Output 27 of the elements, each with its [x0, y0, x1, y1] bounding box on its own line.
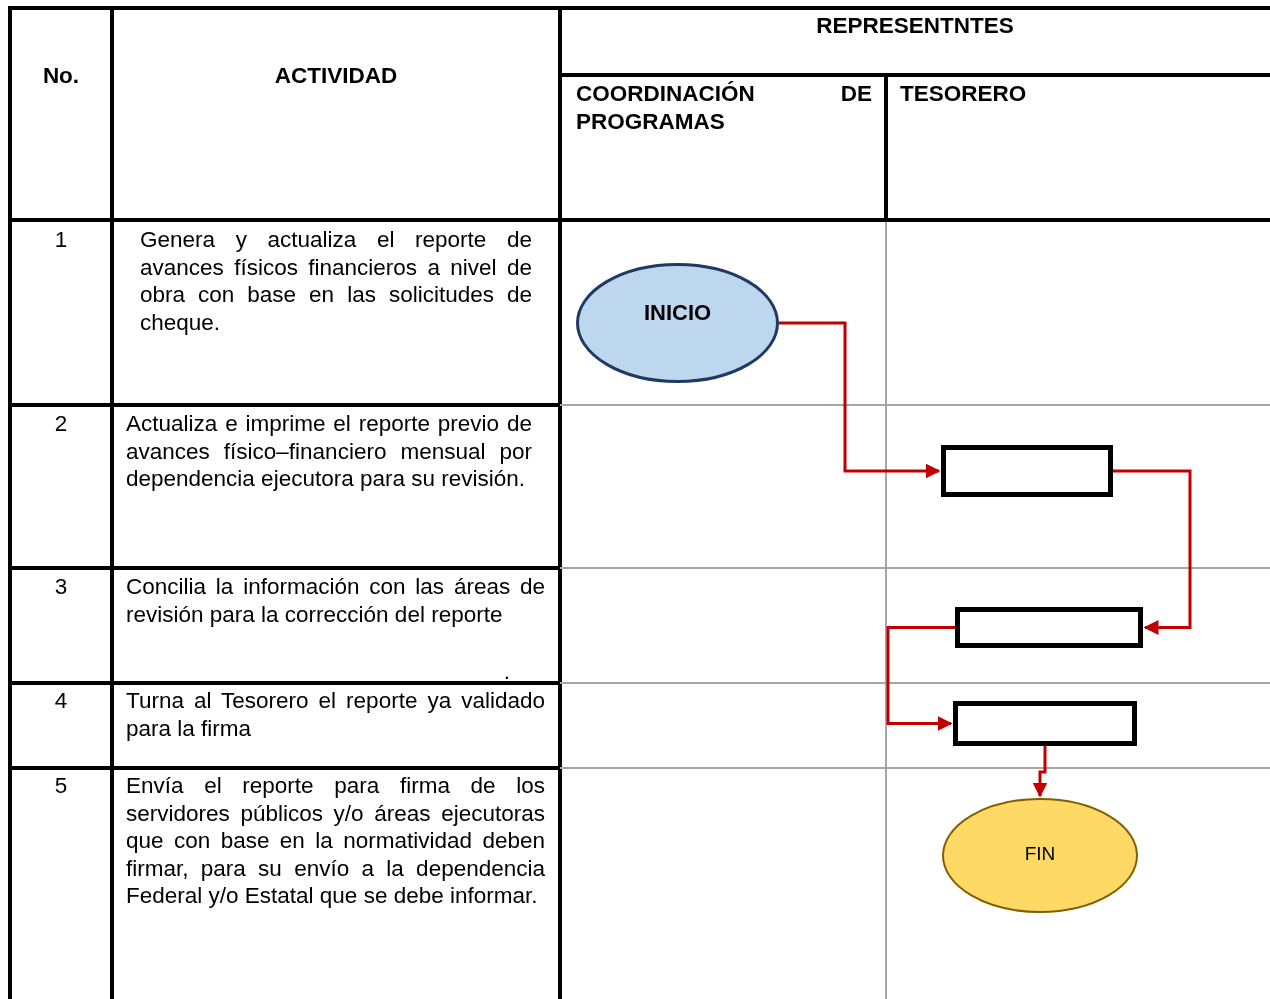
row-number: 1: [53, 226, 69, 254]
activity-description: Envía el reporte para firma de los servidores públicos y/o áreas ejecutoras que con base en la normatividad deben firmar, para su envío a la dependencia Federal y/o Estatal que se debe informar.: [126, 772, 545, 910]
period-mark: .: [502, 658, 512, 686]
column-header: REPRESENTNTES: [815, 12, 1015, 40]
activity-description: Genera y actualiza el reporte de avances físicos financieros a nivel de obra con base en las solicitudes de cheque.: [140, 226, 532, 336]
end-oval: [942, 798, 1138, 913]
node-label: FIN: [1023, 842, 1057, 865]
process-box: [941, 445, 1113, 497]
column-header: COORDINACIÓN DE PROGRAMAS: [576, 80, 872, 135]
process-box: [953, 701, 1137, 746]
arrow: [779, 321, 941, 479]
activity-description: Actualiza e imprime el reporte previo de avances físico–financiero mensual por dependencia ejecutora para su revisión.: [126, 410, 532, 493]
column-header: TESORERO: [900, 80, 1028, 108]
row-number: 3: [53, 573, 69, 601]
node-label: INICIO: [642, 300, 713, 326]
column-header: ACTIVIDAD: [273, 62, 399, 90]
process-box: [955, 607, 1143, 648]
arrow: [886, 626, 955, 731]
row-number: 4: [53, 687, 69, 715]
activity-description: Turna al Tesorero el reporte ya validado para la firma: [126, 687, 545, 742]
row-number: 5: [53, 772, 69, 800]
start-oval: [576, 263, 779, 383]
arrow: [1113, 469, 1192, 635]
arrow: [1032, 746, 1048, 798]
activity-description: Concilia la información con las áreas de revisión para la corrección del reporte: [126, 573, 545, 628]
row-number: 2: [53, 410, 69, 438]
column-header: No.: [41, 62, 81, 90]
